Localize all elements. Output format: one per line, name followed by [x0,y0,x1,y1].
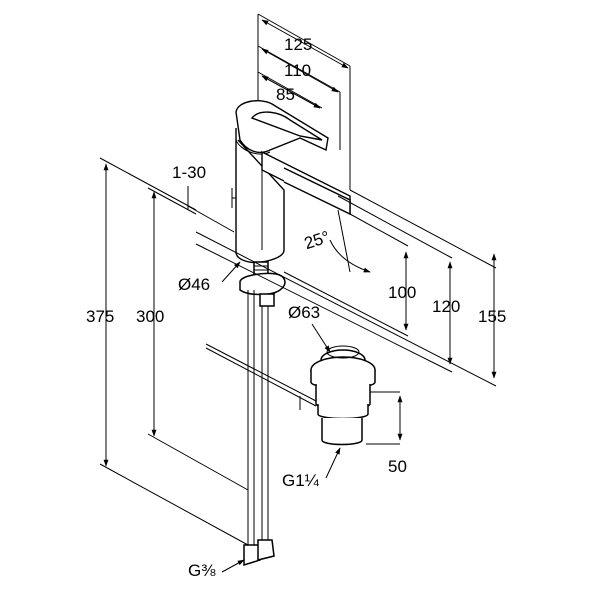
left-dimension-lines [99,157,249,546]
dim-50-label: 50 [388,457,407,476]
dim-110-label: 110 [284,61,311,80]
thread-g38-leader [221,559,245,573]
waste-drain [310,345,400,446]
dia-63-leader [311,323,331,353]
angle-marking [329,209,371,273]
dim-100-label: 100 [388,283,416,302]
dia-63-label: Ø63 [288,303,320,322]
dim-375-label: 375 [86,307,114,326]
dia-46-leader [221,261,241,283]
thread-g114-leader [325,447,341,479]
thread-g38-label: G⅜ [188,561,216,580]
thread-g114-label: G1¼ [282,471,320,490]
right-dimension-lines [195,189,497,441]
angle-25-label: 25° [302,227,332,253]
top-dimension-lines [257,13,351,190]
dia-46-label: Ø46 [178,275,210,294]
dim-125-label: 125 [284,35,312,54]
dim-300-label: 300 [136,307,164,326]
mounting-assembly [205,261,319,567]
range-1-30-label: 1-30 [172,163,206,182]
dim-155-label: 155 [478,307,506,326]
dim-120-label: 120 [432,297,460,316]
dim-85-label: 85 [276,85,295,104]
mixer-body [231,100,351,264]
